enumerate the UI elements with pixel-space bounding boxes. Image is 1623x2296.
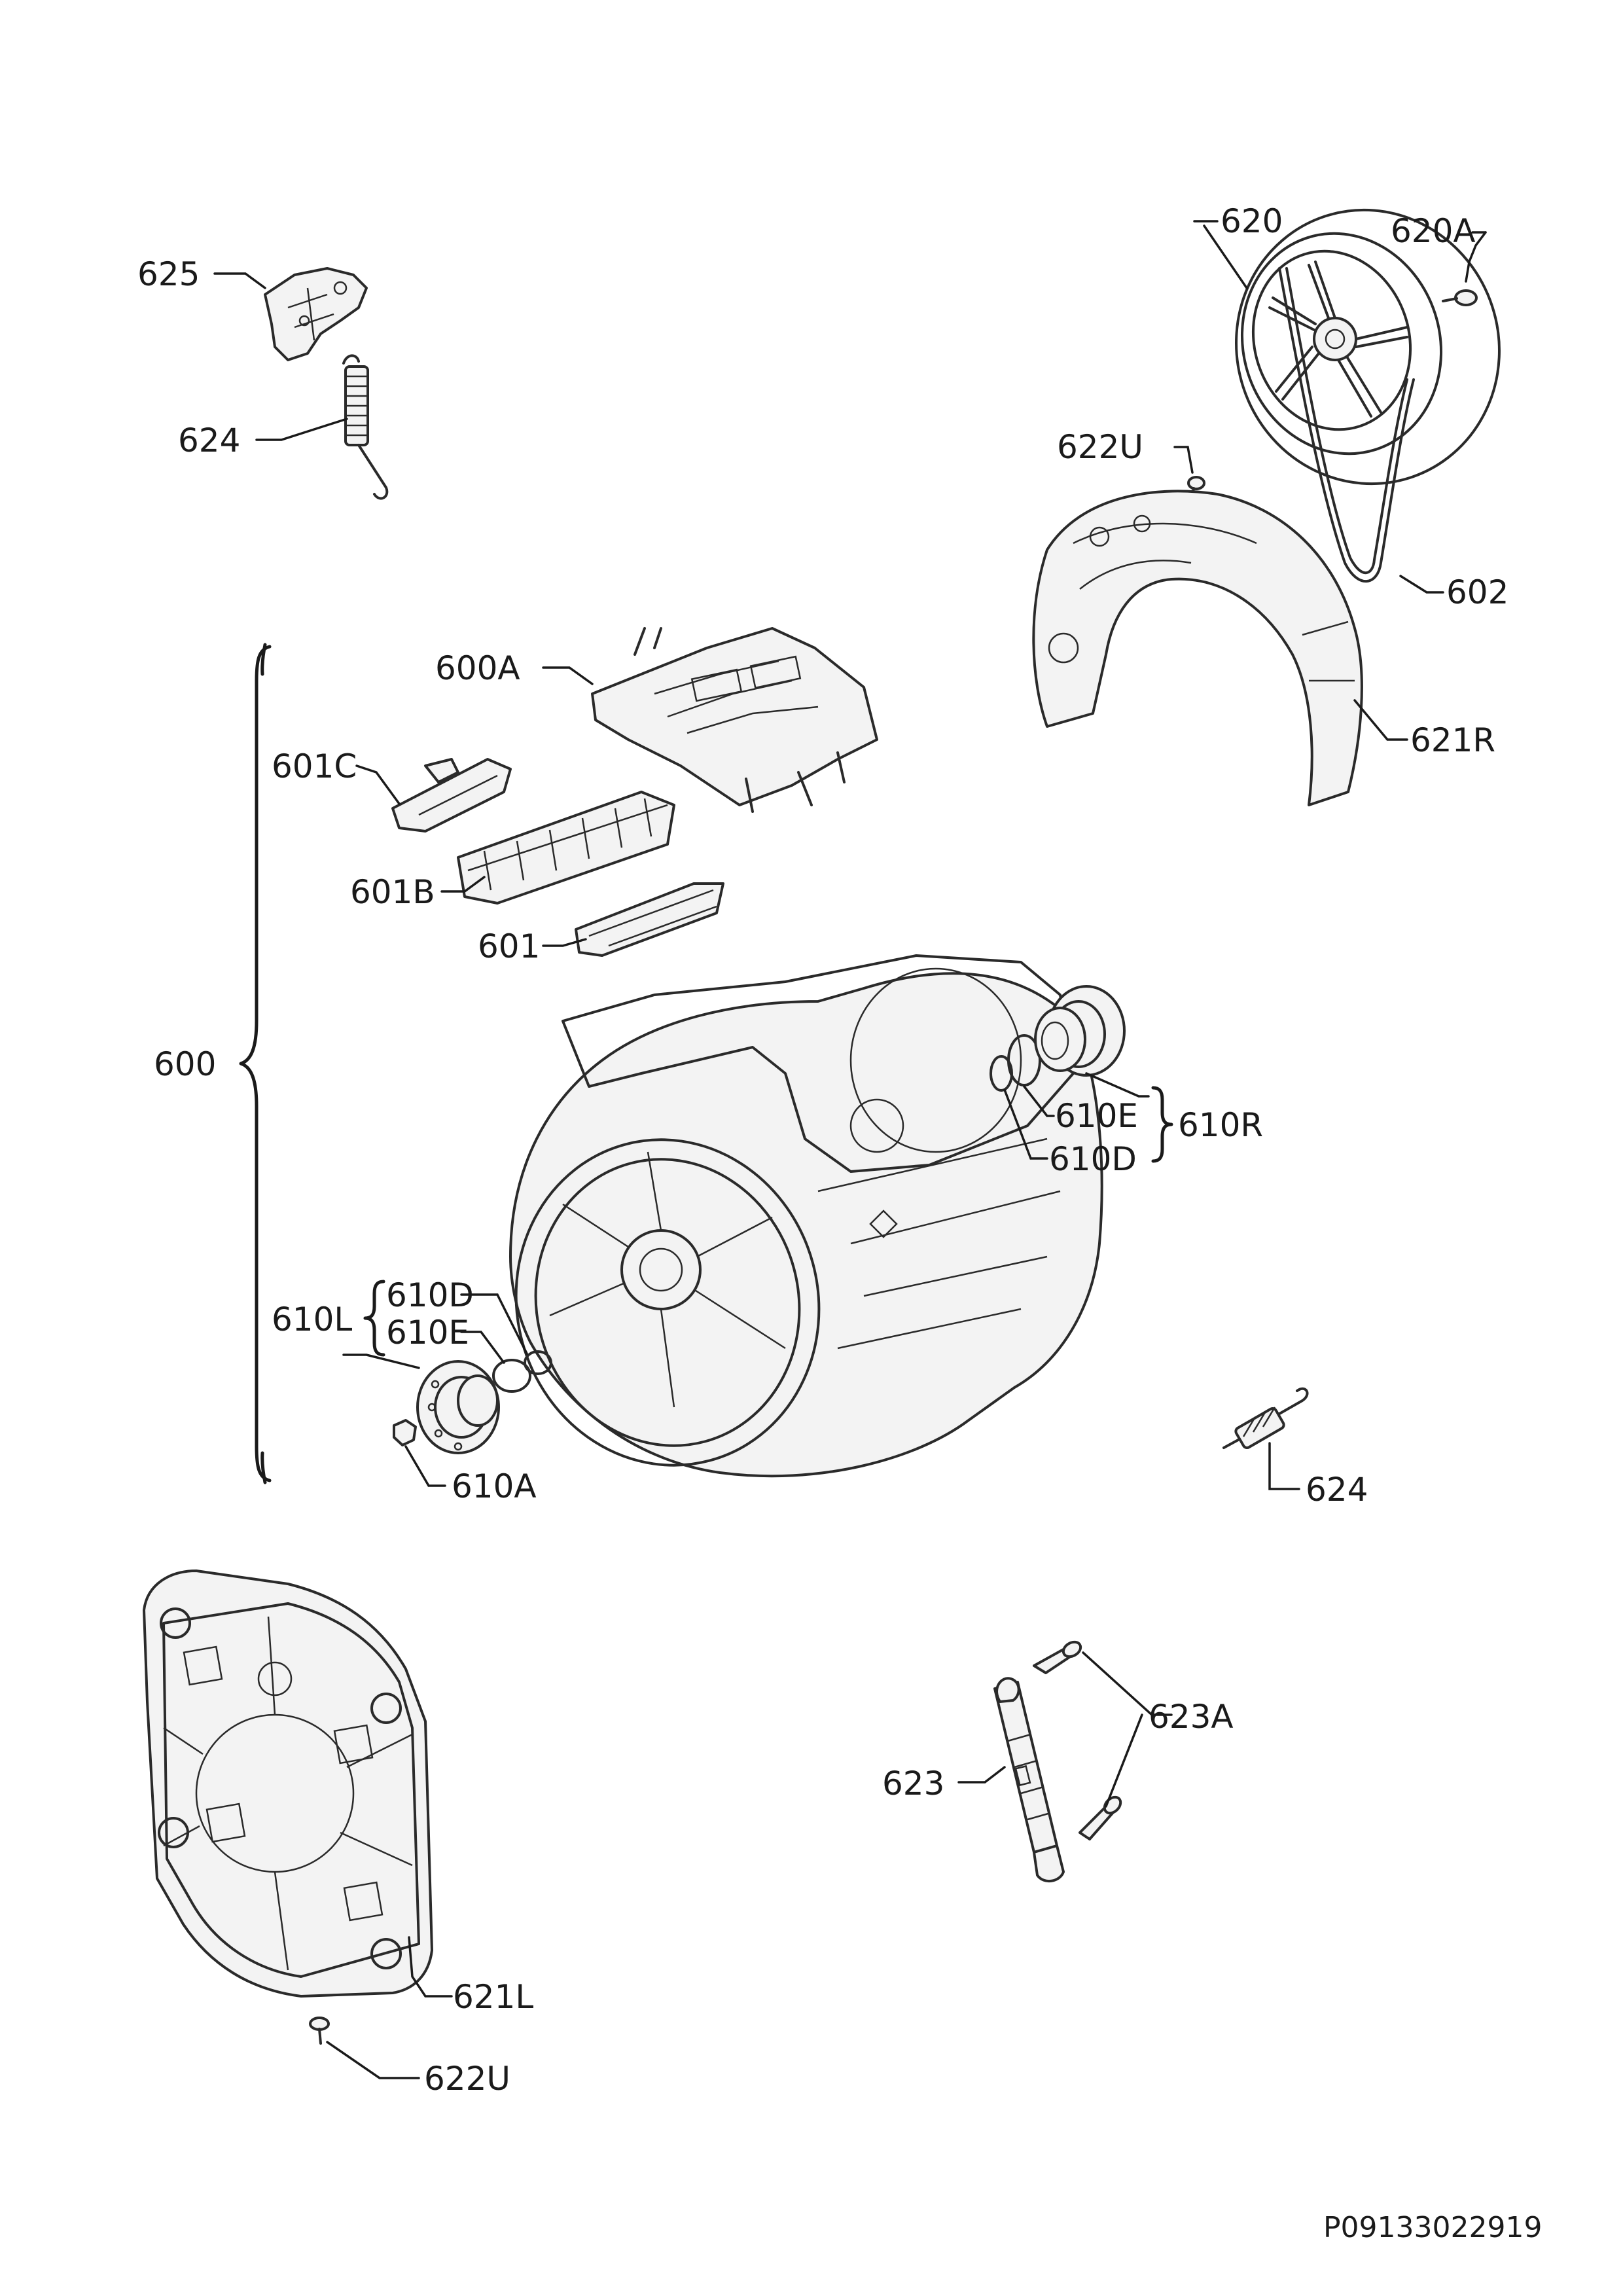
part-610L-bearing (416, 1360, 500, 1454)
part-622U-screw-bottom (309, 2017, 330, 2045)
label-610E-right: 610E (1055, 1097, 1138, 1135)
part-610A-nut (393, 1419, 417, 1446)
brace-610R (1151, 1086, 1173, 1163)
label-621R: 621R (1410, 721, 1495, 759)
label-625: 625 (137, 255, 200, 293)
label-610L: 610L (272, 1300, 352, 1338)
label-602: 602 (1446, 573, 1508, 611)
label-601: 601 (478, 927, 540, 965)
part-600A-panel (591, 627, 878, 813)
label-624-bottom: 624 (1306, 1471, 1368, 1509)
label-601B: 601B (350, 873, 435, 911)
label-610E-left: 610E (386, 1314, 469, 1352)
part-601-drawer-housing (575, 882, 724, 957)
brace-600 (239, 643, 272, 1484)
part-624-spring-bottom (1222, 1387, 1309, 1450)
part-620A-screw (1442, 289, 1478, 306)
part-624-spring-top (342, 354, 389, 500)
label-600: 600 (154, 1045, 216, 1083)
label-623: 623 (882, 1765, 944, 1803)
part-610-left-seals (492, 1350, 552, 1393)
brace-610L (363, 1280, 385, 1357)
label-622U-top: 622U (1057, 428, 1143, 466)
part-602-belt (1278, 267, 1415, 583)
label-621L: 621L (453, 1978, 533, 2016)
label-610A: 610A (452, 1467, 537, 1505)
label-600A: 600A (435, 649, 520, 687)
label-624-top: 624 (178, 422, 240, 459)
label-601C: 601C (272, 747, 357, 785)
part-625-latch (264, 267, 368, 361)
label-610D-left: 610D (386, 1276, 474, 1314)
part-601B-dispenser (457, 791, 675, 905)
part-601C-drawer-handle (391, 758, 512, 833)
label-622U-bottom: 622U (424, 2060, 510, 2098)
part-labels: 625 624 620 620A 622U 602 600A 621R 601C… (137, 202, 1508, 2098)
part-600-tub (509, 954, 1103, 1478)
document-id: P09133022919 (1323, 2211, 1542, 2244)
label-620A: 620A (1391, 212, 1476, 250)
part-610R-bearing (1034, 985, 1126, 1077)
label-620: 620 (1221, 202, 1283, 240)
label-623A: 623A (1149, 1698, 1234, 1736)
part-621L-front-weight (143, 1570, 433, 1998)
label-610D-right: 610D (1049, 1140, 1137, 1178)
part-620-pulley (1235, 208, 1501, 486)
part-623-shock-absorber (993, 1677, 1065, 1882)
part-621R-rear-weight (1032, 490, 1363, 806)
leader-lines (213, 220, 1487, 2079)
label-610R: 610R (1178, 1106, 1263, 1144)
part-610-right-seals (990, 1034, 1041, 1092)
